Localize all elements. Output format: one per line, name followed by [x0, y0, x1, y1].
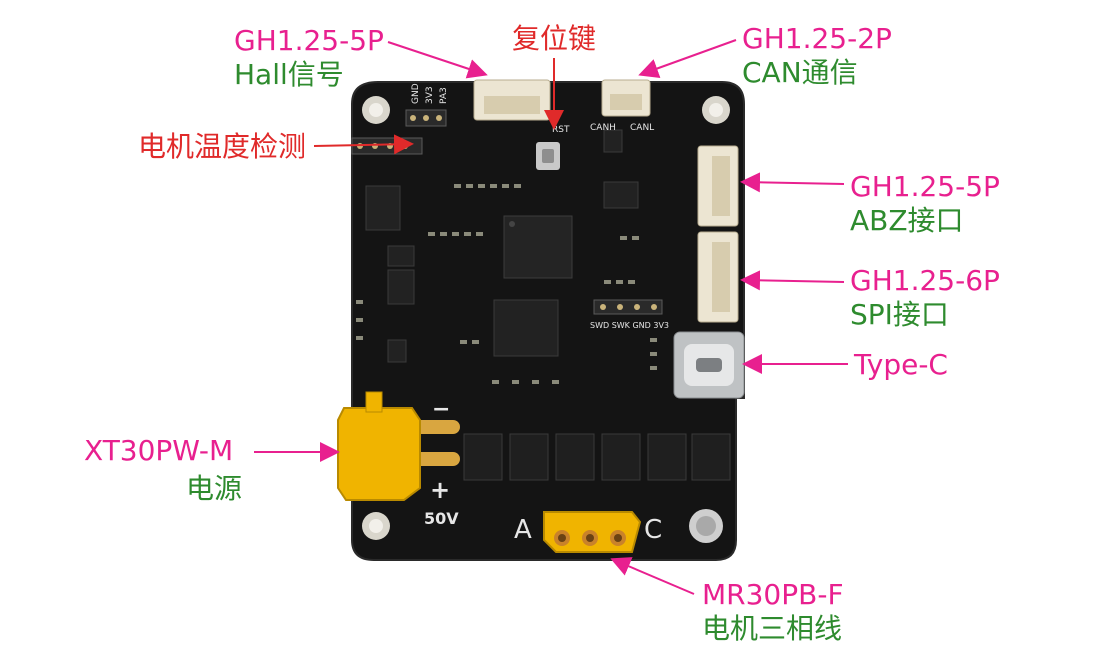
- silk-minus: −: [432, 397, 450, 422]
- silk-gnd: GND: [411, 83, 421, 104]
- motor-desc-label: 电机三相线: [702, 612, 843, 645]
- silk-voltage: 50V: [424, 509, 459, 528]
- power-desc-label: 电源: [186, 472, 243, 505]
- small-ics: [365, 129, 639, 363]
- mosfet-row: [463, 433, 731, 481]
- abz-connector-shape: [697, 145, 739, 227]
- abz-connector-label: GH1.25-5P: [850, 170, 1000, 203]
- spi-desc-label: SPI接口: [850, 298, 949, 331]
- silk-canl: CANL: [630, 123, 654, 133]
- power-connector-label: XT30PW-M: [84, 434, 234, 467]
- spi-connector-shape: [697, 231, 739, 323]
- driver-chip: [493, 299, 559, 357]
- spi-connector-label: GH1.25-6P: [850, 264, 1000, 297]
- silk-swd-row: SWD SWK GND 3V3: [590, 321, 669, 330]
- can-connector-label: GH1.25-2P: [742, 22, 892, 55]
- hall-connector-label: GH1.25-5P: [234, 24, 384, 57]
- reset-key-label: 复位键: [512, 22, 597, 55]
- silk-canh: CANH: [590, 123, 616, 133]
- reset-button-shape: [536, 142, 560, 170]
- mr30-connector-shape: [543, 511, 642, 553]
- motor-connector-label: MR30PB-F: [702, 578, 844, 611]
- hall-connector-shape: [473, 79, 551, 121]
- abz-desc-label: ABZ接口: [850, 204, 964, 237]
- callout-arrows: [254, 39, 848, 595]
- type-c-connector-shape: [673, 331, 745, 399]
- silk-phase-c: C: [644, 515, 662, 545]
- silk-rst: RST: [552, 125, 570, 135]
- motor-temp-label: 电机温度检测: [138, 130, 307, 163]
- can-connector-shape: [601, 79, 651, 117]
- hall-desc-label: Hall信号: [234, 58, 344, 91]
- type-c-label: Type-C: [854, 348, 948, 381]
- mcu-chip: [503, 215, 573, 279]
- passive-components: [356, 184, 657, 384]
- can-desc-label: CAN通信: [742, 56, 858, 89]
- silk-pa3: PA3: [439, 87, 449, 104]
- mounting-holes: [362, 96, 730, 543]
- silk-3v3: 3V3: [425, 86, 435, 104]
- silkscreen: GND 3V3 PA3 RST CANH CANL SWD SWK GND 3V…: [411, 83, 669, 545]
- silk-plus: +: [430, 476, 450, 504]
- silk-phase-a: A: [514, 515, 532, 545]
